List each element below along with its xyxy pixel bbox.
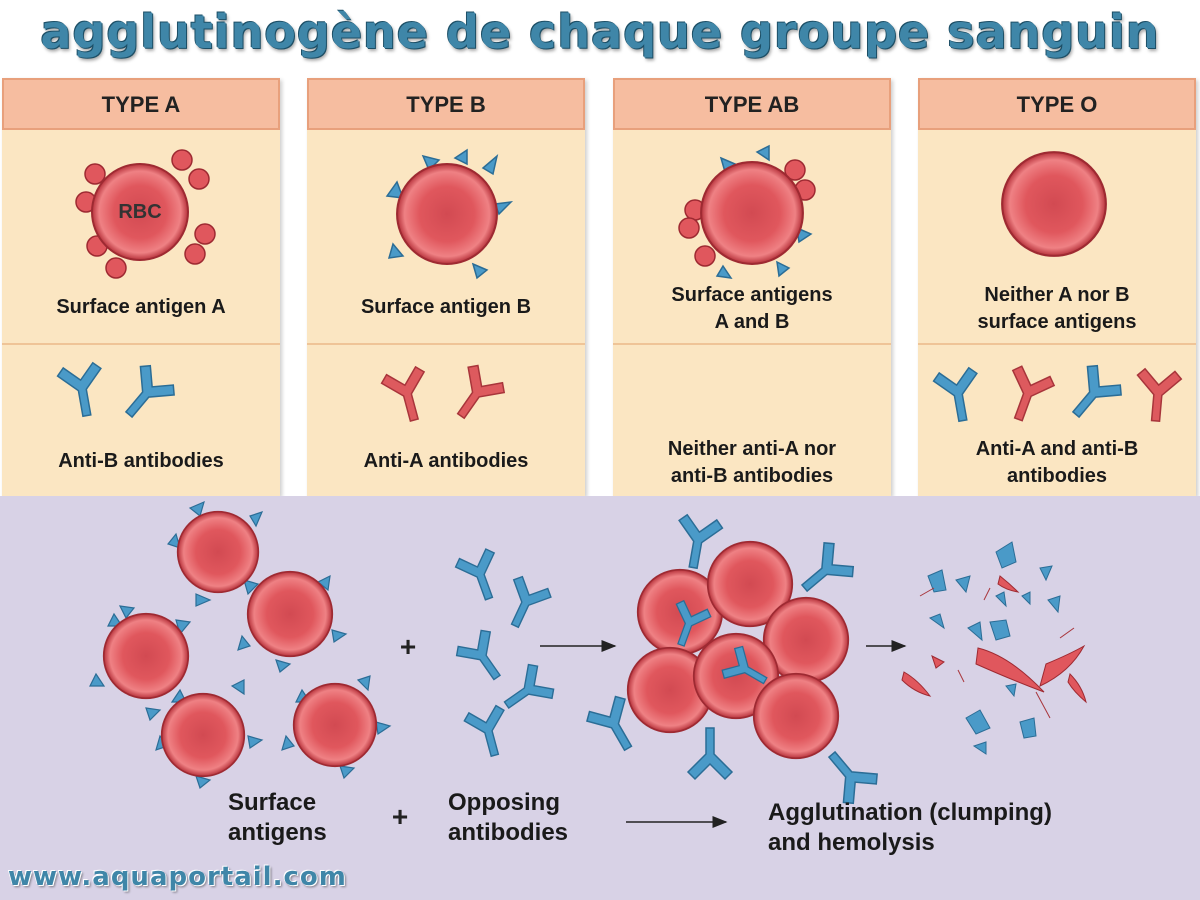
anti-a-antibody <box>1132 367 1183 424</box>
panel-header-type-a: TYPE A <box>2 78 280 130</box>
antibody <box>494 660 559 723</box>
red-blood-cell <box>292 682 378 768</box>
antibody-label-line-2: anti-B antibodies <box>670 465 834 487</box>
antigen-label: Surface antigen A <box>56 296 226 318</box>
label-line-2: antibodies <box>448 819 569 846</box>
antibody-label-line-1: Anti-A and anti-B <box>975 438 1139 460</box>
antigen-a-marker <box>75 149 216 279</box>
antibody <box>452 546 509 607</box>
antigen-label-line-1: Neither A nor B <box>984 284 1130 306</box>
red-blood-cell <box>700 161 804 265</box>
antibody-label: Anti-A antibodies <box>363 450 529 472</box>
anti-a-antibody <box>379 364 437 427</box>
antibody-label: Neither anti-A nor anti-B antibodies <box>613 436 891 490</box>
surface-antigen-cells <box>89 500 392 790</box>
antibody <box>495 573 555 636</box>
opposing-antibodies <box>452 546 559 762</box>
opposing-antibodies-label: Opposing antibodies <box>448 788 568 848</box>
agglutination-illustration: + <box>89 500 1087 832</box>
panel-type-ab: TYPE AB Surface antigens A and B Neither… <box>613 78 891 496</box>
label-line-1: Agglutination (clumping) <box>768 799 1052 826</box>
antigen-b-marker <box>385 148 514 280</box>
antigen-a-marker <box>678 159 816 267</box>
panel-divider <box>2 343 280 345</box>
panel-divider <box>613 343 891 345</box>
antibody <box>461 703 516 762</box>
red-blood-cell <box>396 163 498 265</box>
red-blood-cell <box>160 692 246 778</box>
label-line-2: antigens <box>228 819 327 846</box>
antibody <box>789 537 859 606</box>
anti-a-antibody <box>442 360 509 430</box>
antigen-label-line-2: A and B <box>714 311 790 333</box>
panel-type-a: TYPE A RBC Surface antigen A Anti-B anti… <box>2 78 280 496</box>
type-a-illustration: RBC <box>55 149 216 430</box>
antigen-label: Surface antigens A and B <box>613 282 891 336</box>
antigen-label-line-1: Surface antigens <box>671 284 833 306</box>
antibody <box>452 625 515 690</box>
agglutinated-clump <box>582 512 883 809</box>
label-line-1: Opposing <box>448 789 560 816</box>
surface-antigens-label: Surface antigens <box>228 788 327 848</box>
antigen-label: Surface antigen B <box>360 296 532 318</box>
red-blood-cell <box>246 570 334 658</box>
label-line-1: Surface <box>228 789 317 816</box>
hemolysis-fragments <box>901 541 1087 755</box>
panel-divider <box>307 343 585 345</box>
type-b-illustration <box>379 148 514 430</box>
anti-b-antibody <box>1058 360 1127 430</box>
antigen-b-marker <box>715 144 813 279</box>
agglutination-panel: + <box>0 496 1200 900</box>
antibody-label: Anti-A and anti-B antibodies <box>918 436 1196 490</box>
website-url: www.aquaportail.com <box>8 862 347 892</box>
rbc-label: RBC <box>118 201 161 223</box>
agglutination-label: Agglutination (clumping) and hemolysis <box>768 798 1052 858</box>
red-blood-cell <box>176 510 260 594</box>
panel-type-b: TYPE B Surface antigen B Anti-A antibodi… <box>307 78 585 496</box>
antibody-label-line-1: Neither anti-A nor <box>667 438 837 460</box>
anti-b-antibody <box>931 365 986 426</box>
red-blood-cell <box>752 672 840 760</box>
anti-b-antibody <box>55 360 110 421</box>
plus-sign: + <box>392 801 408 832</box>
anti-a-antibody <box>997 363 1058 428</box>
type-ab-illustration <box>678 144 816 279</box>
plus-sign: + <box>400 631 416 662</box>
label-line-2: and hemolysis <box>768 829 935 856</box>
red-blood-cell <box>1001 151 1107 257</box>
panel-header-type-b: TYPE B <box>307 78 585 130</box>
panel-divider <box>918 343 1196 345</box>
antibody-label-line-2: antibodies <box>1006 465 1107 487</box>
anti-b-antibody <box>111 360 180 430</box>
antibody-label: Anti-B antibodies <box>58 450 224 472</box>
antigen-label: Neither A nor B surface antigens <box>918 282 1196 336</box>
page-title: agglutinogène de chaque groupe sanguin <box>40 5 1160 59</box>
panel-header-type-ab: TYPE AB <box>613 78 891 130</box>
panel-type-o: TYPE O Neither A nor B surface antigens … <box>918 78 1196 496</box>
red-blood-cell <box>102 612 190 700</box>
antigen-label-line-2: surface antigens <box>977 311 1137 333</box>
panel-header-type-o: TYPE O <box>918 78 1196 130</box>
antibody <box>687 727 733 780</box>
